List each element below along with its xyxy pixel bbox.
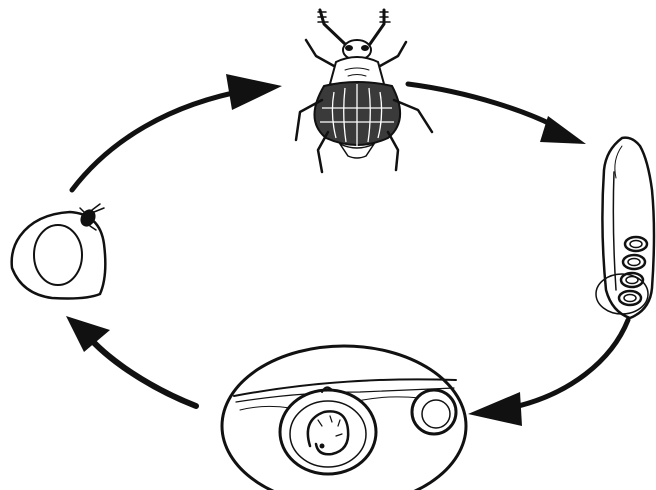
arrow-eggs-to-larva <box>468 320 628 426</box>
seed-pod-with-eggs-illustration <box>596 138 654 318</box>
adult-beetle-illustration <box>296 10 432 172</box>
arrow-adult-to-eggs <box>408 84 586 144</box>
seed-with-emerging-beetle-illustration <box>12 204 106 299</box>
larva-inside-seed-illustration <box>222 346 466 490</box>
arrow-larva-to-seed <box>66 316 196 406</box>
arrow-seed-to-adult <box>72 74 282 190</box>
